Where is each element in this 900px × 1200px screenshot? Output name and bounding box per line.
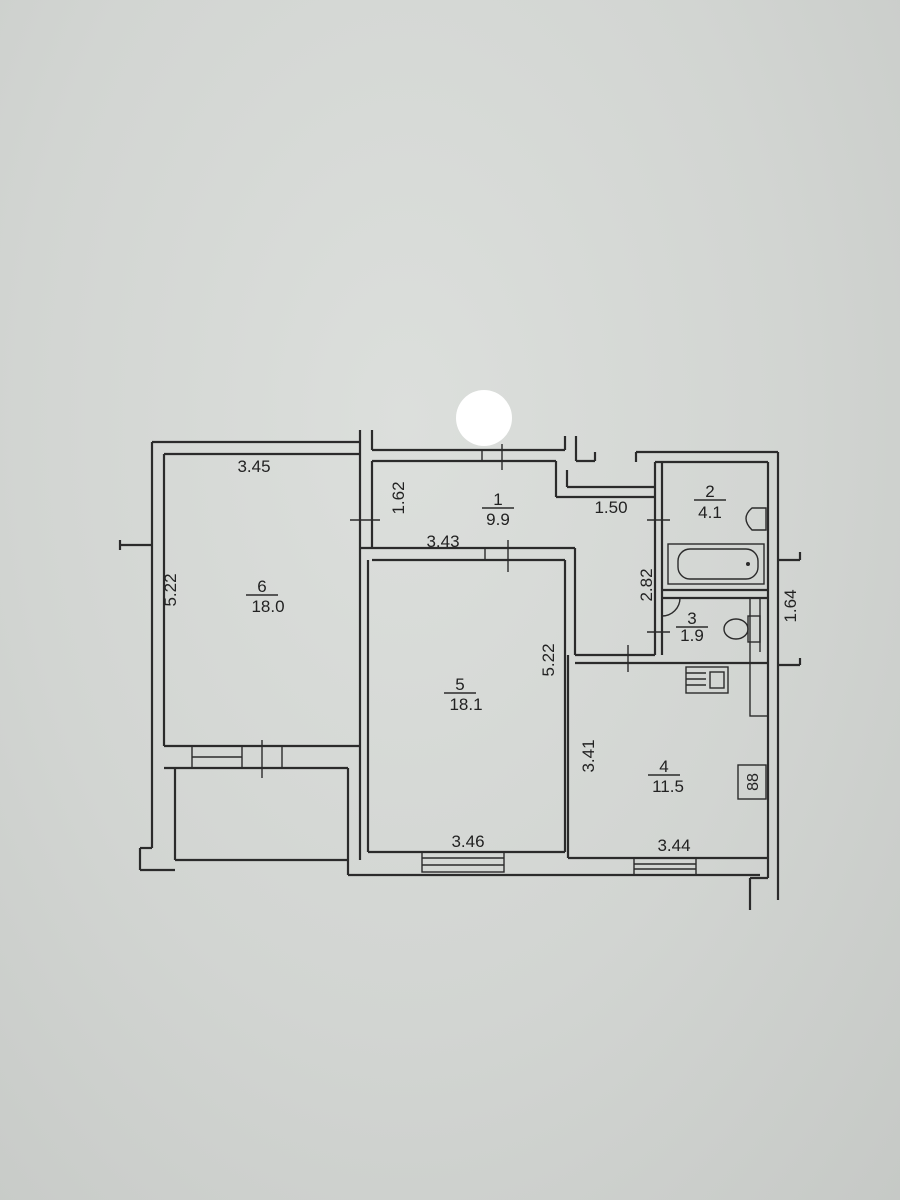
dim-corridor-height: 2.82 bbox=[637, 568, 656, 601]
room-3-number: 3 bbox=[687, 609, 696, 628]
bathtub-icon bbox=[667, 543, 765, 585]
room-2-number: 2 bbox=[705, 482, 714, 501]
room-labels: 6 18.0 1 9.9 2 4.1 3 1.9 5 18.1 4 11.5 bbox=[246, 482, 726, 796]
dim-room6-width: 3.45 bbox=[237, 457, 270, 476]
room-5-area: 18.1 bbox=[449, 695, 482, 714]
room-4-area: 11.5 bbox=[652, 777, 684, 796]
room-4-number: 4 bbox=[659, 757, 668, 776]
dim-room5-top: 3.43 bbox=[426, 532, 459, 551]
room-6-area: 18.0 bbox=[251, 597, 284, 616]
room-5-number: 5 bbox=[455, 675, 464, 694]
dim-room6-height: 5.22 bbox=[161, 573, 180, 606]
dim-corridor-width: 1.50 bbox=[594, 498, 627, 517]
room-2-area: 4.1 bbox=[698, 503, 722, 522]
dim-hall-depth: 1.62 bbox=[389, 481, 408, 514]
dim-kitchen-height: 3.41 bbox=[579, 739, 598, 772]
outer-walls bbox=[118, 430, 802, 910]
room-1-number: 1 bbox=[493, 490, 502, 509]
interior-walls bbox=[164, 454, 770, 860]
stove-label: 88 bbox=[745, 773, 762, 791]
sink-icon bbox=[745, 507, 767, 531]
room-1-area: 9.9 bbox=[486, 510, 510, 529]
toilet-icon bbox=[723, 615, 761, 643]
stove-icon bbox=[737, 764, 767, 800]
dim-room5-right: 5.22 bbox=[539, 643, 558, 676]
openings bbox=[191, 444, 761, 876]
redaction-dot bbox=[456, 390, 512, 446]
room-6-number: 6 bbox=[257, 577, 266, 596]
dim-kitchen-bottom: 3.44 bbox=[657, 836, 690, 855]
dimension-labels: 3.45 5.22 1.62 3.43 5.22 3.46 1.50 2.82 … bbox=[161, 457, 800, 855]
kitchen-sink-icon bbox=[685, 666, 729, 694]
fixtures: 88 bbox=[661, 507, 769, 800]
dim-room5-bottom: 3.46 bbox=[451, 832, 484, 851]
dim-bath-outer: 1.64 bbox=[781, 589, 800, 622]
room-3-area: 1.9 bbox=[680, 626, 704, 645]
